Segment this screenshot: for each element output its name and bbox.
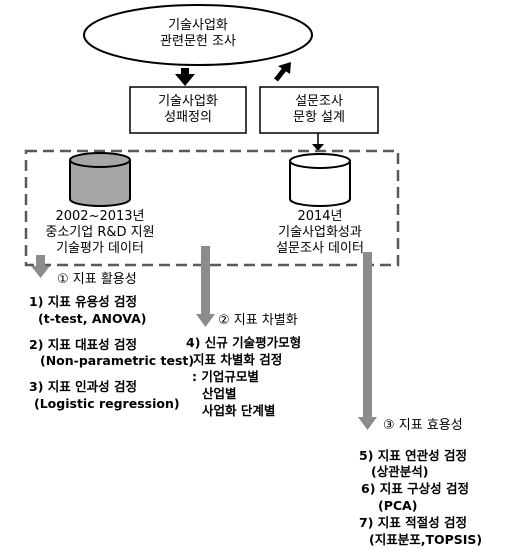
success-definition-line-1: 기술사업화 [158,94,218,109]
success-definition-label: 기술사업화 성패정의 [130,94,246,126]
legacy-data-line-2: 중소기업 R&D 지원 [45,225,155,240]
section2-heading: ② 지표 차별화 [218,313,298,328]
section1-item3-detail: (Logistic regression) [34,396,180,411]
success-definition-box [129,86,247,134]
survey-design-line-1: 설문조사 [295,94,343,109]
black-arrow-diagonal-icon [274,62,291,82]
survey-arrow-head-icon [312,144,324,151]
literature-review-title: 기술사업화 관련문헌 조사 [118,18,278,50]
legacy-data-line-3: 기술평가 데이터 [56,241,144,256]
survey-data-cylinder-icon [289,153,351,207]
literature-review-line-2: 관련문헌 조사 [160,34,236,49]
survey-design-line-2: 문항 설계 [293,110,345,125]
section3-item7-detail: (지표분포,TOPSIS) [369,532,483,547]
section3-item6-detail: (PCA) [378,498,418,513]
survey-data-line-3: 설문조사 데이터 [276,241,364,256]
section3-heading: ③ 지표 효용성 [383,418,463,433]
gray-arrow-3-icon [358,252,377,430]
section3-item5-detail: (상관분석) [371,464,429,479]
section2-line2: 지표 차별화 검정 [193,352,283,367]
survey-design-box [259,86,379,134]
survey-data-line-2: 기술사업화성과 [278,225,362,240]
section2-line1: 4) 신규 기술평가모형 [186,335,302,350]
literature-review-line-1: 기술사업화 [168,18,228,33]
section1-item3-title: 3) 지표 인과성 검정 [29,379,137,394]
legacy-data-cylinder-icon [69,152,131,207]
section1-item2-title: 2) 지표 대표성 검정 [29,337,137,352]
survey-data-label: 2014년 기술사업화성과 설문조사 데이터 [250,209,390,257]
section2-line4: 산업별 [202,386,237,401]
literature-review-ellipse [83,4,313,66]
success-definition-line-2: 성패정의 [164,110,212,125]
section2-line3: : 기업규모별 [192,369,259,384]
section1-heading: ① 지표 활용성 [57,272,137,287]
survey-design-label: 설문조사 문항 설계 [260,94,378,126]
section1-item1-title: 1) 지표 유용성 검정 [29,294,137,309]
data-dashed-region [24,149,400,267]
section3-item7-title: 7) 지표 적절성 검정 [359,515,467,530]
section1-item2-detail: (Non-parametric test) [40,353,195,368]
section2-line5: 사업화 단계별 [202,403,276,418]
survey-data-line-1: 2014년 [297,209,343,224]
legacy-data-line-1: 2002~2013년 [55,209,145,224]
black-arrow-down-icon [175,68,195,86]
section1-item1-detail: (t-test, ANOVA) [38,311,147,326]
gray-arrow-1-icon [31,255,50,278]
legacy-data-label: 2002~2013년 중소기업 R&D 지원 기술평가 데이터 [30,209,170,257]
section3-item5-title: 5) 지표 연관성 검정 [359,448,467,463]
gray-arrow-2-icon [196,246,215,327]
section3-item6-title: 6) 지표 구상성 검정 [361,481,469,496]
